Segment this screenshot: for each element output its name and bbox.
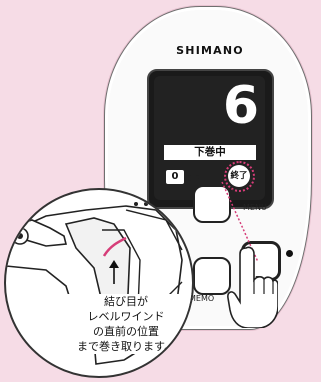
caption-line-3: の直前の位置 (60, 324, 192, 339)
reel-closeup-inset: 結び目が レベルワインド の直前の位置 まで巻き取ります。 (4, 188, 194, 378)
triangle-up-icon: ▲ (229, 187, 236, 196)
zero-indicator: 0 (166, 170, 184, 184)
end-badge: 終了 (228, 165, 250, 187)
depth-counter: 6 (222, 76, 259, 136)
zero-set-button[interactable] (193, 185, 231, 223)
status-text: 下巻中 (164, 145, 256, 160)
brand-logo: SHIMANO (176, 44, 244, 57)
lcd-bezel: 6 下巻中 0 終了 (147, 69, 274, 209)
instruction-caption: 結び目が レベルワインド の直前の位置 まで巻き取ります。 (60, 294, 192, 354)
caption-line-4: まで巻き取ります。 (60, 339, 192, 354)
indicator-dot (286, 250, 293, 257)
lcd-screen: 6 下巻中 0 終了 (154, 76, 265, 200)
caption-line-2: レベルワインド (60, 309, 192, 324)
zero-set-label: 0-SET (187, 174, 210, 183)
caption-line-1: 結び目が (60, 294, 192, 309)
menu-label: MENU (243, 203, 267, 212)
pointing-hand-icon (227, 246, 278, 328)
end-highlight-ring (224, 161, 255, 192)
memo-button[interactable] (193, 257, 231, 295)
memo-label: MEMO (189, 294, 215, 303)
